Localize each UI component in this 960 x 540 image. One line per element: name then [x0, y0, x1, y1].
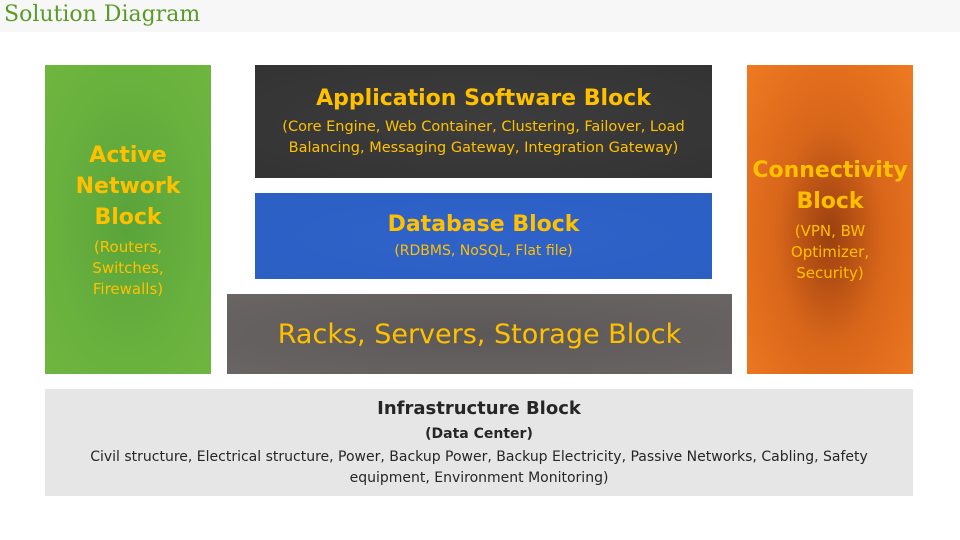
connectivity-title-line: Connectivity [752, 158, 908, 183]
racks-servers-storage-block: Racks, Servers, Storage Block [227, 294, 732, 374]
connectivity-detail-line: (VPN, BW [794, 222, 866, 240]
active-network-title: Active Network Block [76, 140, 181, 233]
database-details: (RDBMS, NoSQL, Flat file) [394, 243, 573, 259]
infrastructure-details: Civil structure, Electrical structure, P… [90, 448, 868, 486]
infrastructure-title: Infrastructure Block [377, 397, 581, 419]
connectivity-title: Connectivity Block [752, 155, 907, 217]
connectivity-detail-line: Optimizer, [790, 243, 870, 261]
database-title: Database Block [387, 212, 580, 237]
application-software-title: Application Software Block [316, 85, 651, 111]
application-software-block: Application Software Block (Core Engine,… [255, 65, 712, 178]
active-network-detail-line: (Routers, [93, 237, 163, 256]
connectivity-title-line: Block [796, 189, 864, 214]
active-network-title-line: Block [94, 204, 162, 230]
connectivity-detail-line: Security) [796, 264, 864, 282]
application-software-details: (Core Engine, Web Container, Clustering,… [282, 118, 685, 156]
connectivity-details: (VPN, BW Optimizer, Security) [791, 221, 869, 284]
infrastructure-block: Infrastructure Block (Data Center) Civil… [45, 389, 913, 496]
racks-servers-storage-title: Racks, Servers, Storage Block [277, 318, 682, 350]
database-block: Database Block (RDBMS, NoSQL, Flat file) [255, 193, 712, 279]
active-network-title-line: Network [75, 173, 181, 199]
infrastructure-subtitle: (Data Center) [425, 425, 533, 442]
active-network-title-line: Active [89, 142, 167, 168]
title-bar: Solution Diagram [0, 0, 960, 32]
connectivity-block: Connectivity Block (VPN, BW Optimizer, S… [747, 65, 913, 374]
active-network-block: Active Network Block (Routers, Switches,… [45, 65, 211, 374]
active-network-detail-line: Firewalls) [92, 279, 164, 298]
page-title: Solution Diagram [4, 2, 201, 27]
active-network-details: (Routers, Switches, Firewalls) [92, 237, 163, 300]
active-network-detail-line: Switches, [92, 258, 164, 277]
